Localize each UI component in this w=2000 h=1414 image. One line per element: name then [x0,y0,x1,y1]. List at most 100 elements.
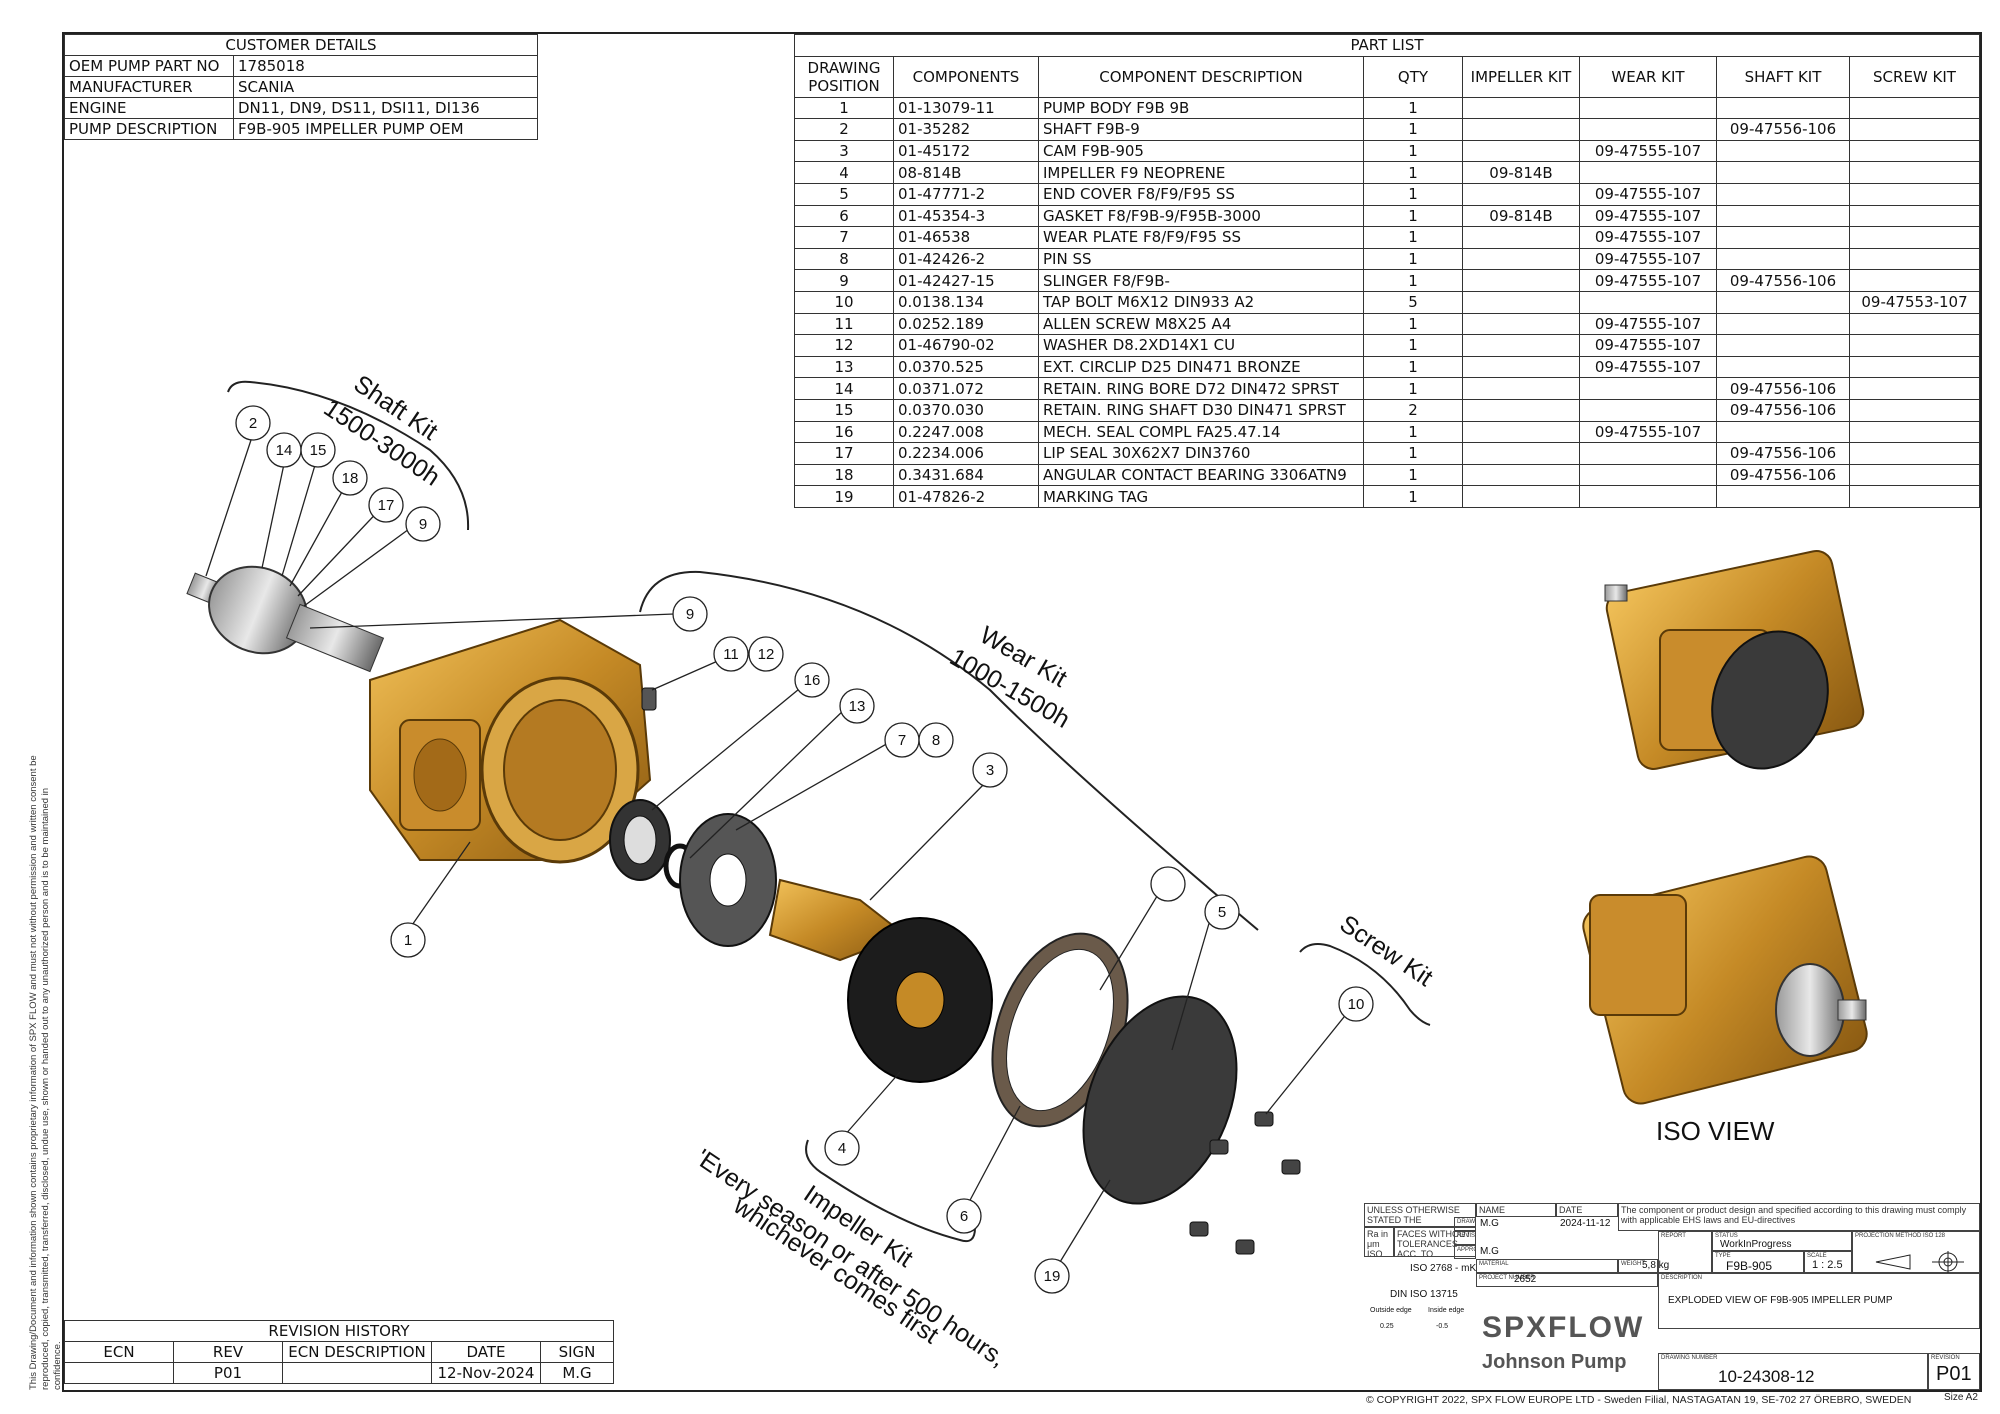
tb-iso2768: ISO 2768 - mK [1410,1263,1477,1274]
callout-12: 12 [758,646,775,663]
tb-unless: UNLESS OTHERWISE STATED THE FOLLOWING AP… [1364,1203,1476,1227]
tb-date-label: DATE [1556,1203,1618,1217]
part-cell-shaft: 09-47556-106 [1716,442,1850,465]
screw-parts [1189,1111,1301,1255]
part-cell-pos: 14 [794,377,894,400]
tb-project-label: PROJECT NUMBER [1476,1273,1658,1287]
part-cell-comp: 01-42427-15 [893,269,1039,292]
kit-labels: Shaft Kit 1500-3000h Wear Kit 1000-1500h… [319,370,1438,1373]
tb-material-label: MATERIAL [1476,1259,1618,1273]
part-cell-wear: 09-47555-107 [1579,420,1717,444]
header-position-line2: POSITION [808,76,880,95]
leader-lines [205,436,1349,1263]
callout-7: 7 [898,732,906,749]
johnson-pump-logo: Johnson Pump [1482,1351,1627,1373]
header-description: COMPONENT DESCRIPTION [1038,55,1364,98]
part-cell-pos: 2 [794,118,894,141]
callout-2: 2 [249,415,257,432]
part-cell-wear: 09-47555-107 [1579,247,1717,271]
part-cell-qty: 1 [1363,139,1463,163]
part-cell-screw: 09-47553-107 [1849,290,1980,314]
part-cell-wear: 09-47555-107 [1579,226,1717,249]
revision-title: REVISION HISTORY [64,1320,614,1342]
part-cell-comp: 01-13079-11 [893,96,1039,120]
iso-view-label: ISO VIEW [1656,1116,1775,1146]
callout-5: 5 [1218,904,1226,921]
part-cell-screw [1849,226,1980,249]
tb-outside-edge: Outside edge [1370,1307,1412,1314]
callout-10: 10 [1348,996,1365,1013]
callout-15: 15 [310,442,327,459]
part-cell-screw [1849,161,1980,184]
rev-header-sign: SIGN [540,1341,614,1363]
tb-drawing-number-label: DRAWING NUMBER [1658,1353,1928,1390]
tb-drawn-date: 2024-11-12 [1560,1218,1611,1229]
screw-kit-bracket [1299,943,1431,1026]
part-list-title: PART LIST [794,34,1980,57]
callout-3: 3 [986,762,994,779]
pump-body [369,618,652,864]
header-shaft-kit: SHAFT KIT [1716,55,1850,98]
part-cell-shaft: 09-47556-106 [1716,398,1850,422]
part-cell-pos: 13 [794,355,894,379]
rev-header-ecn: ECN [64,1341,174,1363]
customer-label: OEM PUMP PART NO [64,55,234,77]
part-cell-comp: 01-35282 [893,118,1039,141]
tb-outside-val: 0.25 [1380,1323,1394,1330]
part-cell-comp: 01-47826-2 [893,485,1039,508]
part-cell-comp: 01-46538 [893,226,1039,249]
callout-13: 13 [849,698,866,715]
wear-kit-bracket [639,570,1259,931]
part-cell-wear: 09-47555-107 [1579,204,1717,228]
table-row: P01 12-Nov-2024 M.G [64,1362,614,1384]
callout-6: 6 [960,1208,968,1225]
impeller-kit-bracket [805,1139,976,1243]
tb-revision-label: REVISION [1928,1353,1980,1390]
part-cell-desc: END COVER F8/F9/F95 SS [1038,182,1364,206]
part-cell-shaft: 09-47556-106 [1716,377,1850,400]
callout-11: 11 [723,646,739,663]
part-cell-desc: EXT. CIRCLIP D25 DIN471 BRONZE [1038,355,1364,379]
header-impeller-kit: IMPELLER KIT [1462,55,1580,98]
header-wear-kit: WEAR KIT [1579,55,1717,98]
tb-description: EXPLODED VIEW OF F9B-905 IMPELLER PUMP [1668,1295,1893,1306]
impeller-part [847,917,993,1083]
part-cell-screw [1849,118,1980,141]
seal-rings [609,799,777,947]
tb-revised-label: REVISED [1454,1231,1476,1245]
tb-type-label: TYPE [1712,1251,1804,1273]
part-cell-screw [1849,139,1980,163]
tb-compliance: The component or product design and spec… [1618,1203,1980,1231]
tb-inside-val: -0.5 [1436,1323,1449,1330]
end-cover-part [1082,995,1238,1205]
projection-symbol-icon [1875,1251,1964,1273]
tb-type: F9B-905 [1726,1259,1773,1273]
part-cell-desc: CAM F9B-905 [1038,139,1364,163]
sheet-size: Size A2 [1944,1392,1978,1403]
tb-din: DIN ISO 13715 [1390,1289,1458,1300]
callout-8: 8 [932,732,940,749]
part-cell-comp: 01-46790-02 [893,334,1039,357]
callout-18: 18 [342,470,359,487]
callout-16: 16 [804,672,821,689]
customer-value: SCANIA [233,76,538,98]
part-cell-desc: TAP BOLT M6X12 DIN933 A2 [1038,290,1364,314]
tb-weight-label: WEIGHT [1618,1259,1658,1273]
part-cell-qty: 1 [1363,118,1463,141]
callout-9-slinger: 9 [686,606,694,623]
tb-status-label: STATUS [1712,1231,1852,1251]
part-cell-comp: 01-45172 [893,139,1039,163]
iso-view-bottom [1582,855,1868,1105]
impeller-kit-interval: 'Every season or after 500 hours, [691,1144,1011,1373]
shaft-kit-bracket [227,380,470,531]
part-cell-wear: 09-47555-107 [1579,334,1717,357]
tb-weight: 5,8 kg [1642,1260,1670,1271]
